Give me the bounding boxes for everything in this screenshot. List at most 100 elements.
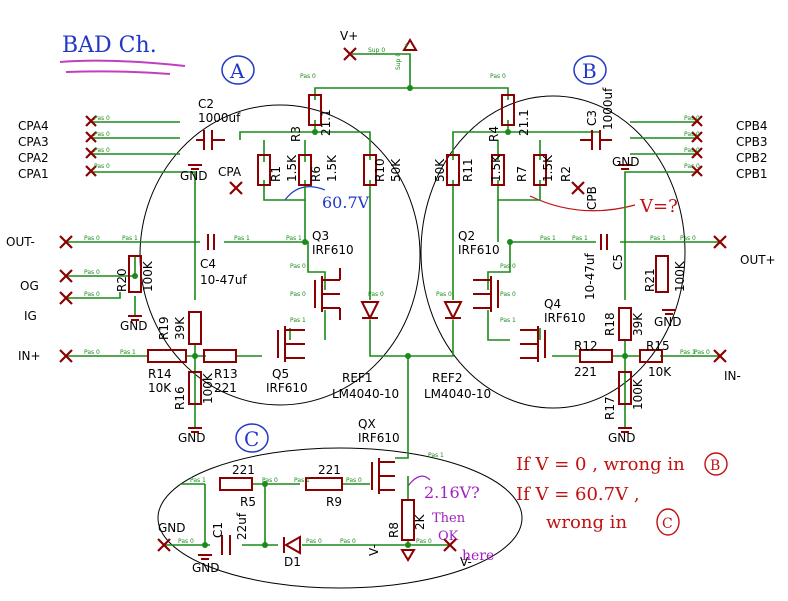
gnd-label-3: GND: [120, 319, 148, 333]
junctions: [132, 85, 628, 548]
label-q3: Q3: [312, 229, 329, 243]
region-b-label: B: [582, 59, 597, 83]
label-r3-value: 21.1: [319, 109, 333, 136]
note-red-circle-b-label: B: [710, 458, 720, 474]
svg-text:Pas 1: Pas 1: [650, 235, 666, 242]
port-in-minus: IN-: [724, 369, 741, 383]
svg-text:Pas 0: Pas 0: [346, 477, 362, 484]
label-qx: QX: [358, 417, 376, 431]
label-r15: R15: [646, 339, 670, 353]
svg-text:Pas 1: Pas 1: [122, 235, 138, 242]
label-r19-value: 39K: [173, 316, 187, 340]
svg-text:Pas 0: Pas 0: [290, 291, 306, 298]
port-cpb: CPB: [585, 186, 599, 210]
svg-text:+: +: [404, 42, 409, 49]
label-r1: R1: [269, 166, 283, 182]
svg-text:Pas 0: Pas 0: [94, 115, 110, 122]
svg-text:Pas 0: Pas 0: [306, 538, 322, 545]
label-c1: C1: [211, 522, 225, 538]
label-r11-value: 50K: [433, 158, 447, 182]
label-r6-value: 1.5K: [325, 154, 339, 182]
svg-text:Pas 0: Pas 0: [500, 291, 516, 298]
label-q5-value: IRF610: [266, 381, 308, 395]
label-r1-value: 1.5K: [285, 154, 299, 182]
svg-text:Pas 0: Pas 0: [94, 163, 110, 170]
note-red-circle-b: [704, 452, 728, 476]
svg-text:Pas 1: Pas 1: [500, 317, 516, 324]
svg-text:Pas 0: Pas 0: [684, 147, 700, 154]
note-red-circle-c-label: C: [662, 516, 673, 532]
svg-text:Pas 0: Pas 0: [262, 477, 278, 484]
svg-text:Pas 0: Pas 0: [84, 349, 100, 356]
label-r11: R11: [461, 158, 475, 182]
port-og: OG: [20, 279, 39, 293]
svg-text:Pas 0: Pas 0: [684, 131, 700, 138]
svg-text:Pas 0: Pas 0: [436, 291, 452, 298]
svg-text:Pas 0: Pas 0: [368, 291, 384, 298]
label-r14-value: 10K: [148, 381, 172, 395]
resistors: [128, 94, 669, 541]
label-r17: R17: [603, 396, 617, 420]
label-q2-value: IRF610: [458, 243, 500, 257]
note-c-arrow: [407, 475, 431, 487]
label-c4: C4: [200, 257, 216, 271]
svg-text:Pas 0: Pas 0: [84, 235, 100, 242]
port-cpb3: CPB3: [736, 135, 767, 149]
label-r20: R20: [115, 268, 129, 292]
region-a-label: A: [229, 59, 245, 83]
region-c-label: C: [244, 427, 259, 451]
label-r16: R16: [173, 386, 187, 410]
svg-text:Pas 0: Pas 0: [178, 538, 194, 545]
label-qx-value: IRF610: [358, 431, 400, 445]
port-cpb2: CPB2: [736, 151, 767, 165]
label-c5-value: 10-47uf: [583, 253, 597, 300]
note-b-voltage: V=?: [639, 196, 678, 217]
pad-labels: Sup 0 Sup 0 + Pas 0 Pas 0 Pas 0 Pas 0 Pa…: [84, 42, 710, 545]
label-q2: Q2: [458, 229, 475, 243]
region-a-marker: [221, 55, 255, 85]
port-cpa3: CPA3: [18, 135, 49, 149]
svg-text:Pas 0: Pas 0: [84, 291, 100, 298]
label-r21-value: 100K: [673, 260, 687, 292]
note-a-arrow: [284, 186, 326, 201]
label-ref1-value: LM4040-10: [332, 387, 399, 401]
svg-text:Pas 1: Pas 1: [294, 477, 310, 484]
svg-text:Pas 0: Pas 0: [680, 235, 696, 242]
svg-text:Pas 0: Pas 0: [490, 73, 506, 80]
label-r14: R14: [148, 367, 172, 381]
gnd-label-6: GND: [608, 431, 636, 445]
note-red-line1: If V = 0 , wrong in: [516, 454, 685, 475]
region-b-circle: [420, 95, 686, 409]
label-r2: R2: [559, 166, 573, 182]
gnd-label-1: GND: [180, 169, 208, 183]
label-r12: R12: [574, 339, 598, 353]
svg-text:Pas 0: Pas 0: [684, 115, 700, 122]
label-r16-value: 100K: [201, 372, 215, 404]
label-ref1: REF1: [342, 371, 372, 385]
svg-text:Pas 1: Pas 1: [572, 235, 588, 242]
svg-text:Pas 1: Pas 1: [428, 452, 444, 459]
label-r8-value: 2K: [413, 513, 427, 530]
label-r6: R6: [309, 166, 323, 182]
label-r10-value: 50K: [389, 158, 403, 182]
label-c2-value: 1000uf: [198, 111, 241, 125]
label-r18-value: 39K: [631, 312, 645, 336]
label-c4-value: 10-47uf: [200, 273, 247, 287]
label-r13-value: 221: [214, 381, 237, 395]
label-q3-value: IRF610: [312, 243, 354, 257]
port-cpb1: CPB1: [736, 167, 767, 181]
gnd-symbols: [128, 164, 676, 560]
label-c3: C3: [585, 110, 599, 126]
vplus-arrow: [402, 38, 418, 51]
label-r4: R4: [487, 126, 501, 142]
svg-text:Pas 0: Pas 0: [684, 163, 700, 170]
port-cpa4: CPA4: [18, 119, 49, 133]
port-out-plus: OUT+: [740, 253, 776, 267]
diodes: [283, 301, 463, 555]
label-c1-value: 22uf: [235, 512, 249, 540]
title-underline-1: [59, 59, 186, 67]
port-ig: IG: [24, 309, 37, 323]
svg-text:Pas 1: Pas 1: [234, 235, 250, 242]
svg-text:Pas 1: Pas 1: [290, 317, 306, 324]
